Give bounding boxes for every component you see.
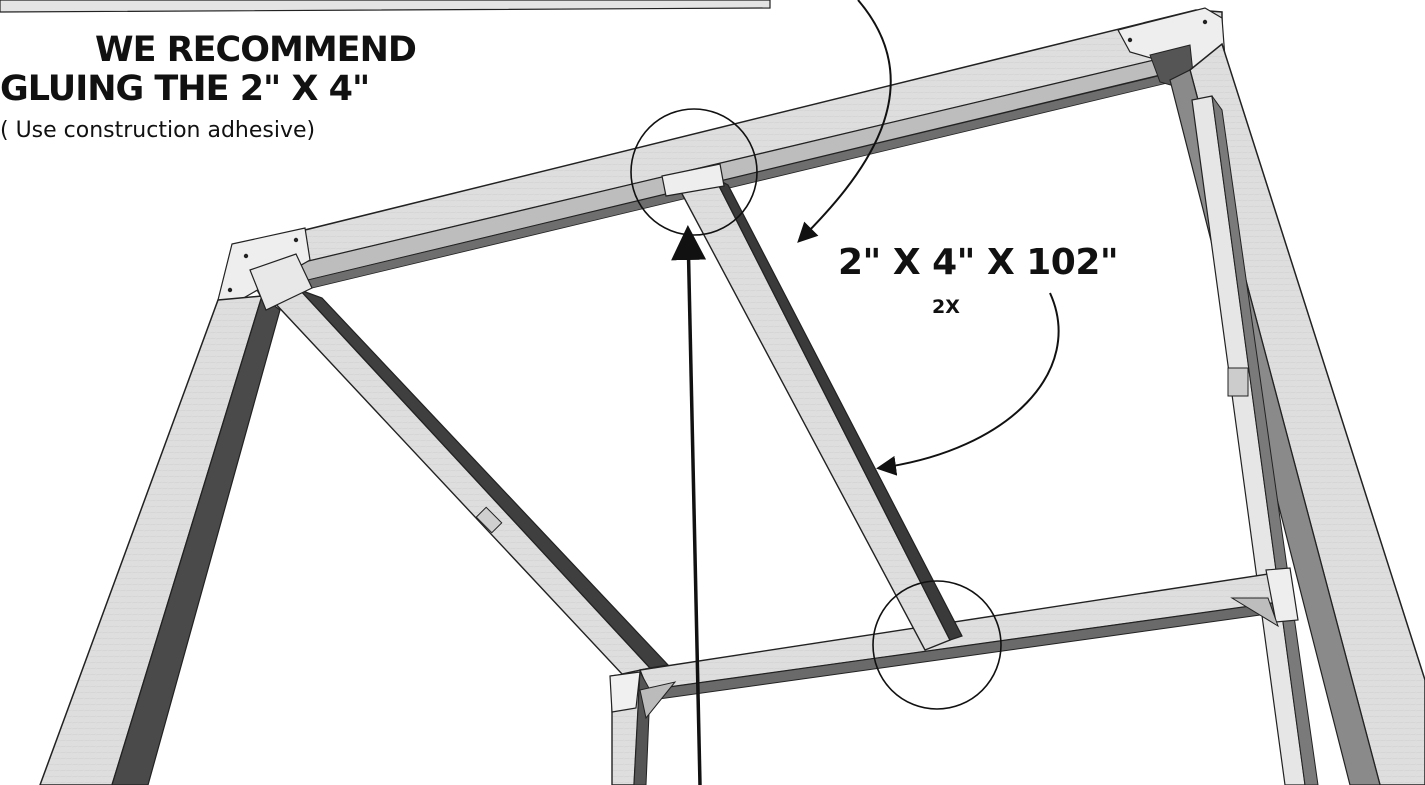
member-callout-arrow [876, 292, 1060, 476]
top-joint-pointer-arrow [671, 225, 707, 785]
lower-header-beam [639, 567, 1299, 701]
recommend-line-2: GLUING THE 2" X 4" [0, 69, 370, 109]
top-left-board-fragment [0, 0, 771, 13]
center-lower-post [609, 670, 677, 785]
left-diagonal-brace [249, 253, 670, 675]
top-beam-callout-arrow [797, 0, 892, 243]
bottom-joint-detail-circle [872, 580, 1002, 710]
part-dimensions-label: 2" X 4" X 102" [838, 242, 1119, 283]
part-quantity-label: 2X [932, 296, 960, 318]
adhesive-note: ( Use construction adhesive) [0, 118, 316, 143]
recommend-line-1: WE RECOMMEND [95, 30, 417, 70]
center-2x4-member [661, 163, 963, 651]
left-post [39, 294, 281, 785]
